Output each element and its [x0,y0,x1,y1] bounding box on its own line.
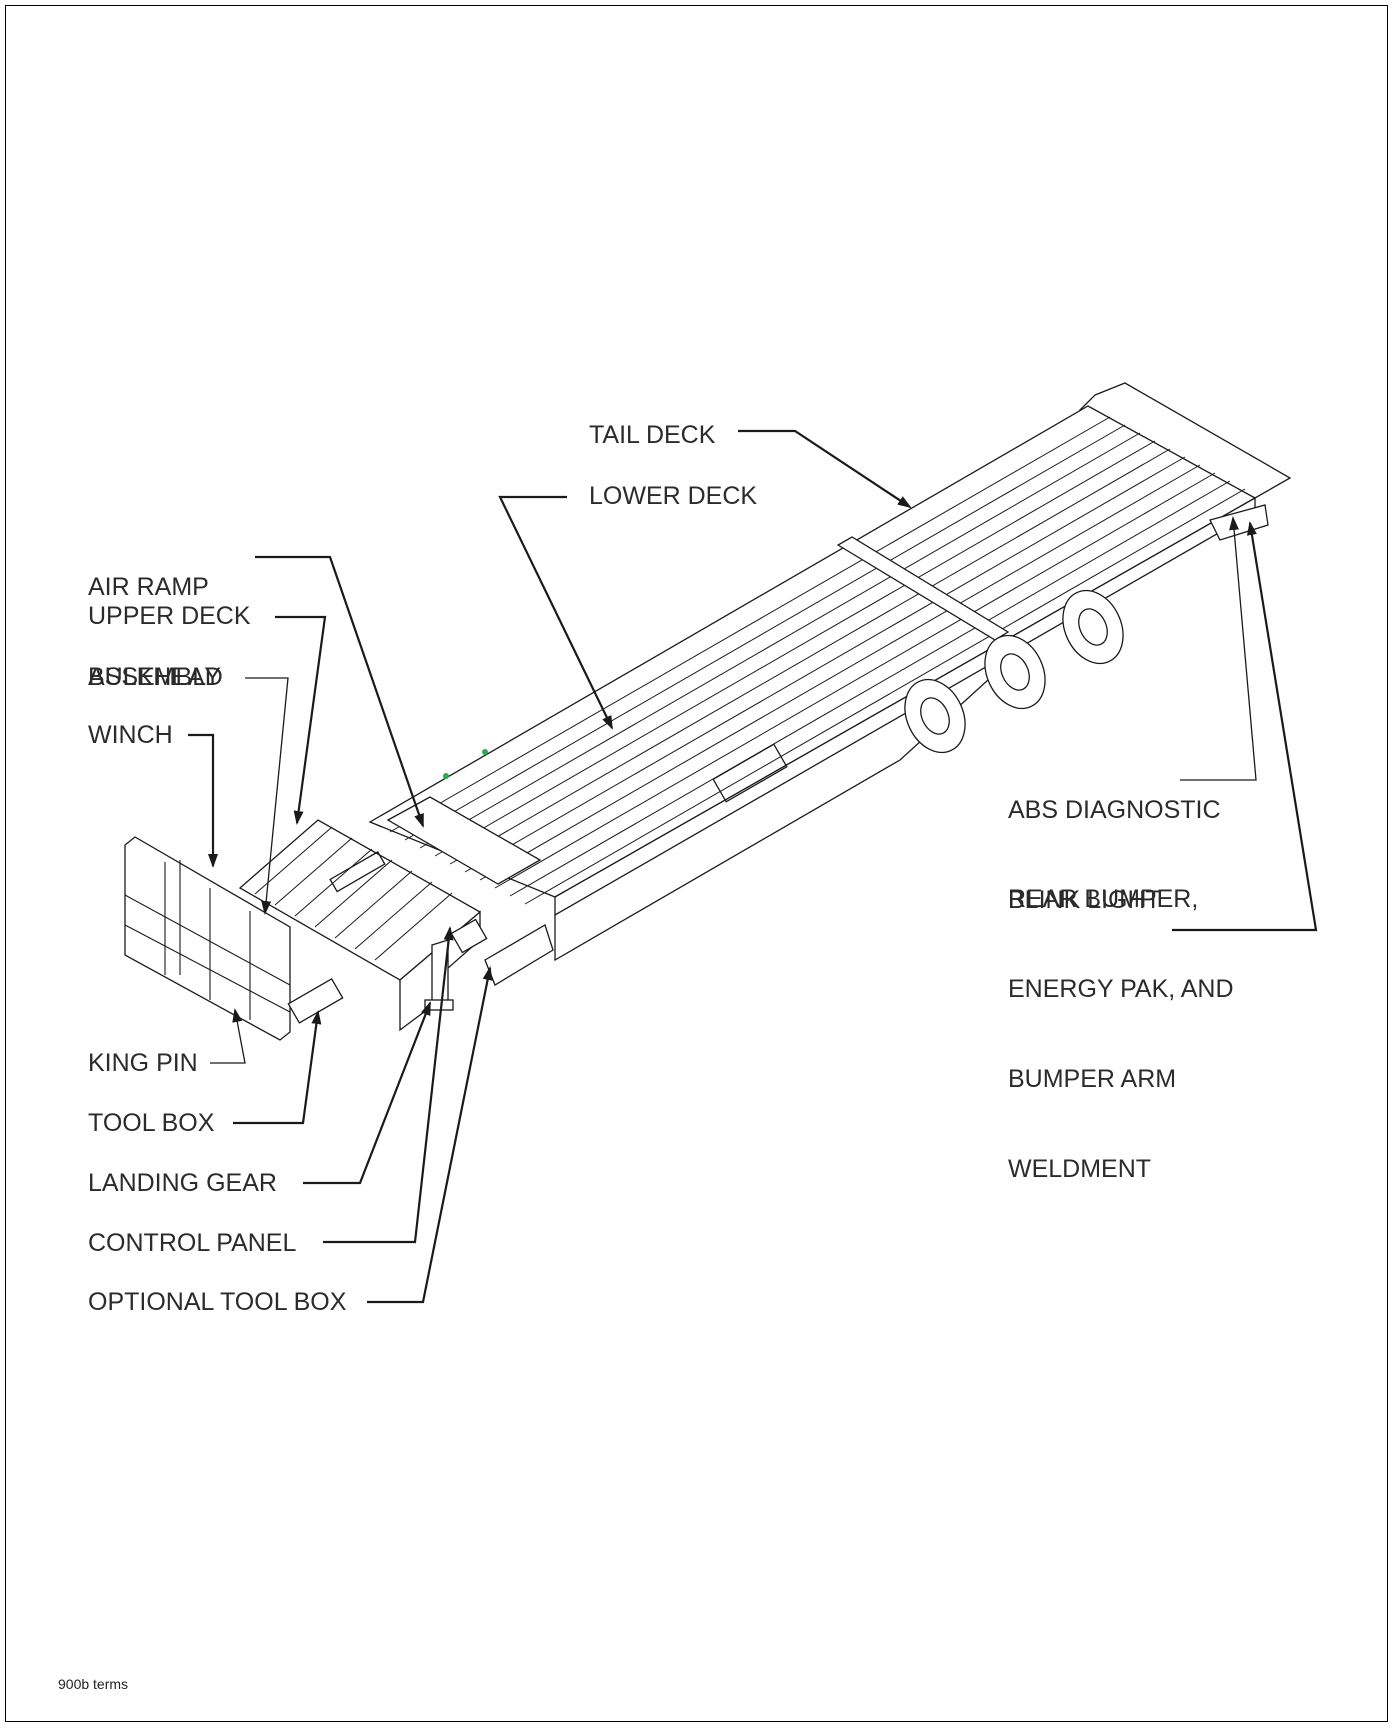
label-tool-box: TOOL BOX [88,1109,215,1137]
leader-abs-light [1180,516,1257,781]
leader-rear-bumper [1172,521,1318,932]
leader-tail-deck [738,429,912,509]
leader-air-ramp [255,555,425,828]
deck-cross-member [836,536,1010,641]
label-control-panel: CONTROL PANEL [88,1229,297,1257]
label-landing-gear: LANDING GEAR [88,1169,277,1197]
bulkhead-shape [124,836,291,1041]
leader-lines [188,429,1318,1304]
label-rear-bumper: REAR BUMPER, ENERGY PAK, AND BUMPER ARM … [1008,824,1234,1214]
tool-box-shape [287,977,344,1024]
label-optional-tool-box: OPTIONAL TOOL BOX [88,1288,347,1316]
diagram-page [5,5,1388,1722]
leader-winch [188,733,218,868]
leader-upper-deck [275,615,327,825]
trailer-drawing [124,382,1292,1041]
leader-king-pin [210,1008,246,1064]
label-rear-bumper-line3: BUMPER ARM [1008,1065,1177,1093]
label-king-pin: KING PIN [88,1049,198,1077]
optional-tool-box-shape [484,924,554,986]
label-rear-bumper-line2: ENERGY PAK, AND [1008,975,1234,1003]
footer-reference: 900b terms [58,1676,129,1692]
label-upper-deck: UPPER DECK [88,602,251,630]
leader-landing-gear [303,1001,432,1185]
label-lower-deck: LOWER DECK [589,482,758,510]
label-bulkhead: BULKHEAD [88,663,223,691]
control-panel-shape [450,918,488,954]
label-tail-deck: TAIL DECK [589,421,716,449]
leader-tool-box [233,1010,322,1125]
label-abs-line1: ABS DIAGNOSTIC [1008,796,1221,824]
label-rear-bumper-line4: WELDMENT [1008,1155,1152,1183]
leader-lower-deck [498,495,613,730]
leader-bulkhead [245,677,289,915]
label-winch: WINCH [88,721,173,749]
deck-planks [389,416,1246,905]
leader-control-panel [323,926,454,1244]
label-air-ramp-line2: ASSEMBLY [88,663,221,691]
label-abs-diagnostic: ABS DIAGNOSTIC BLINK LIGHT [1008,735,1221,945]
leader-optional-tool-box [367,966,493,1304]
label-rear-bumper-line1: REAR BUMPER, [1008,885,1199,913]
tail-deck-shape [1078,382,1292,499]
wheels [904,589,1124,754]
label-air-ramp-line1: AIR RAMP [88,573,209,601]
label-abs-line2: BLINK LIGHT [1008,886,1161,914]
label-air-ramp-assembly: AIR RAMP ASSEMBLY [88,512,221,722]
